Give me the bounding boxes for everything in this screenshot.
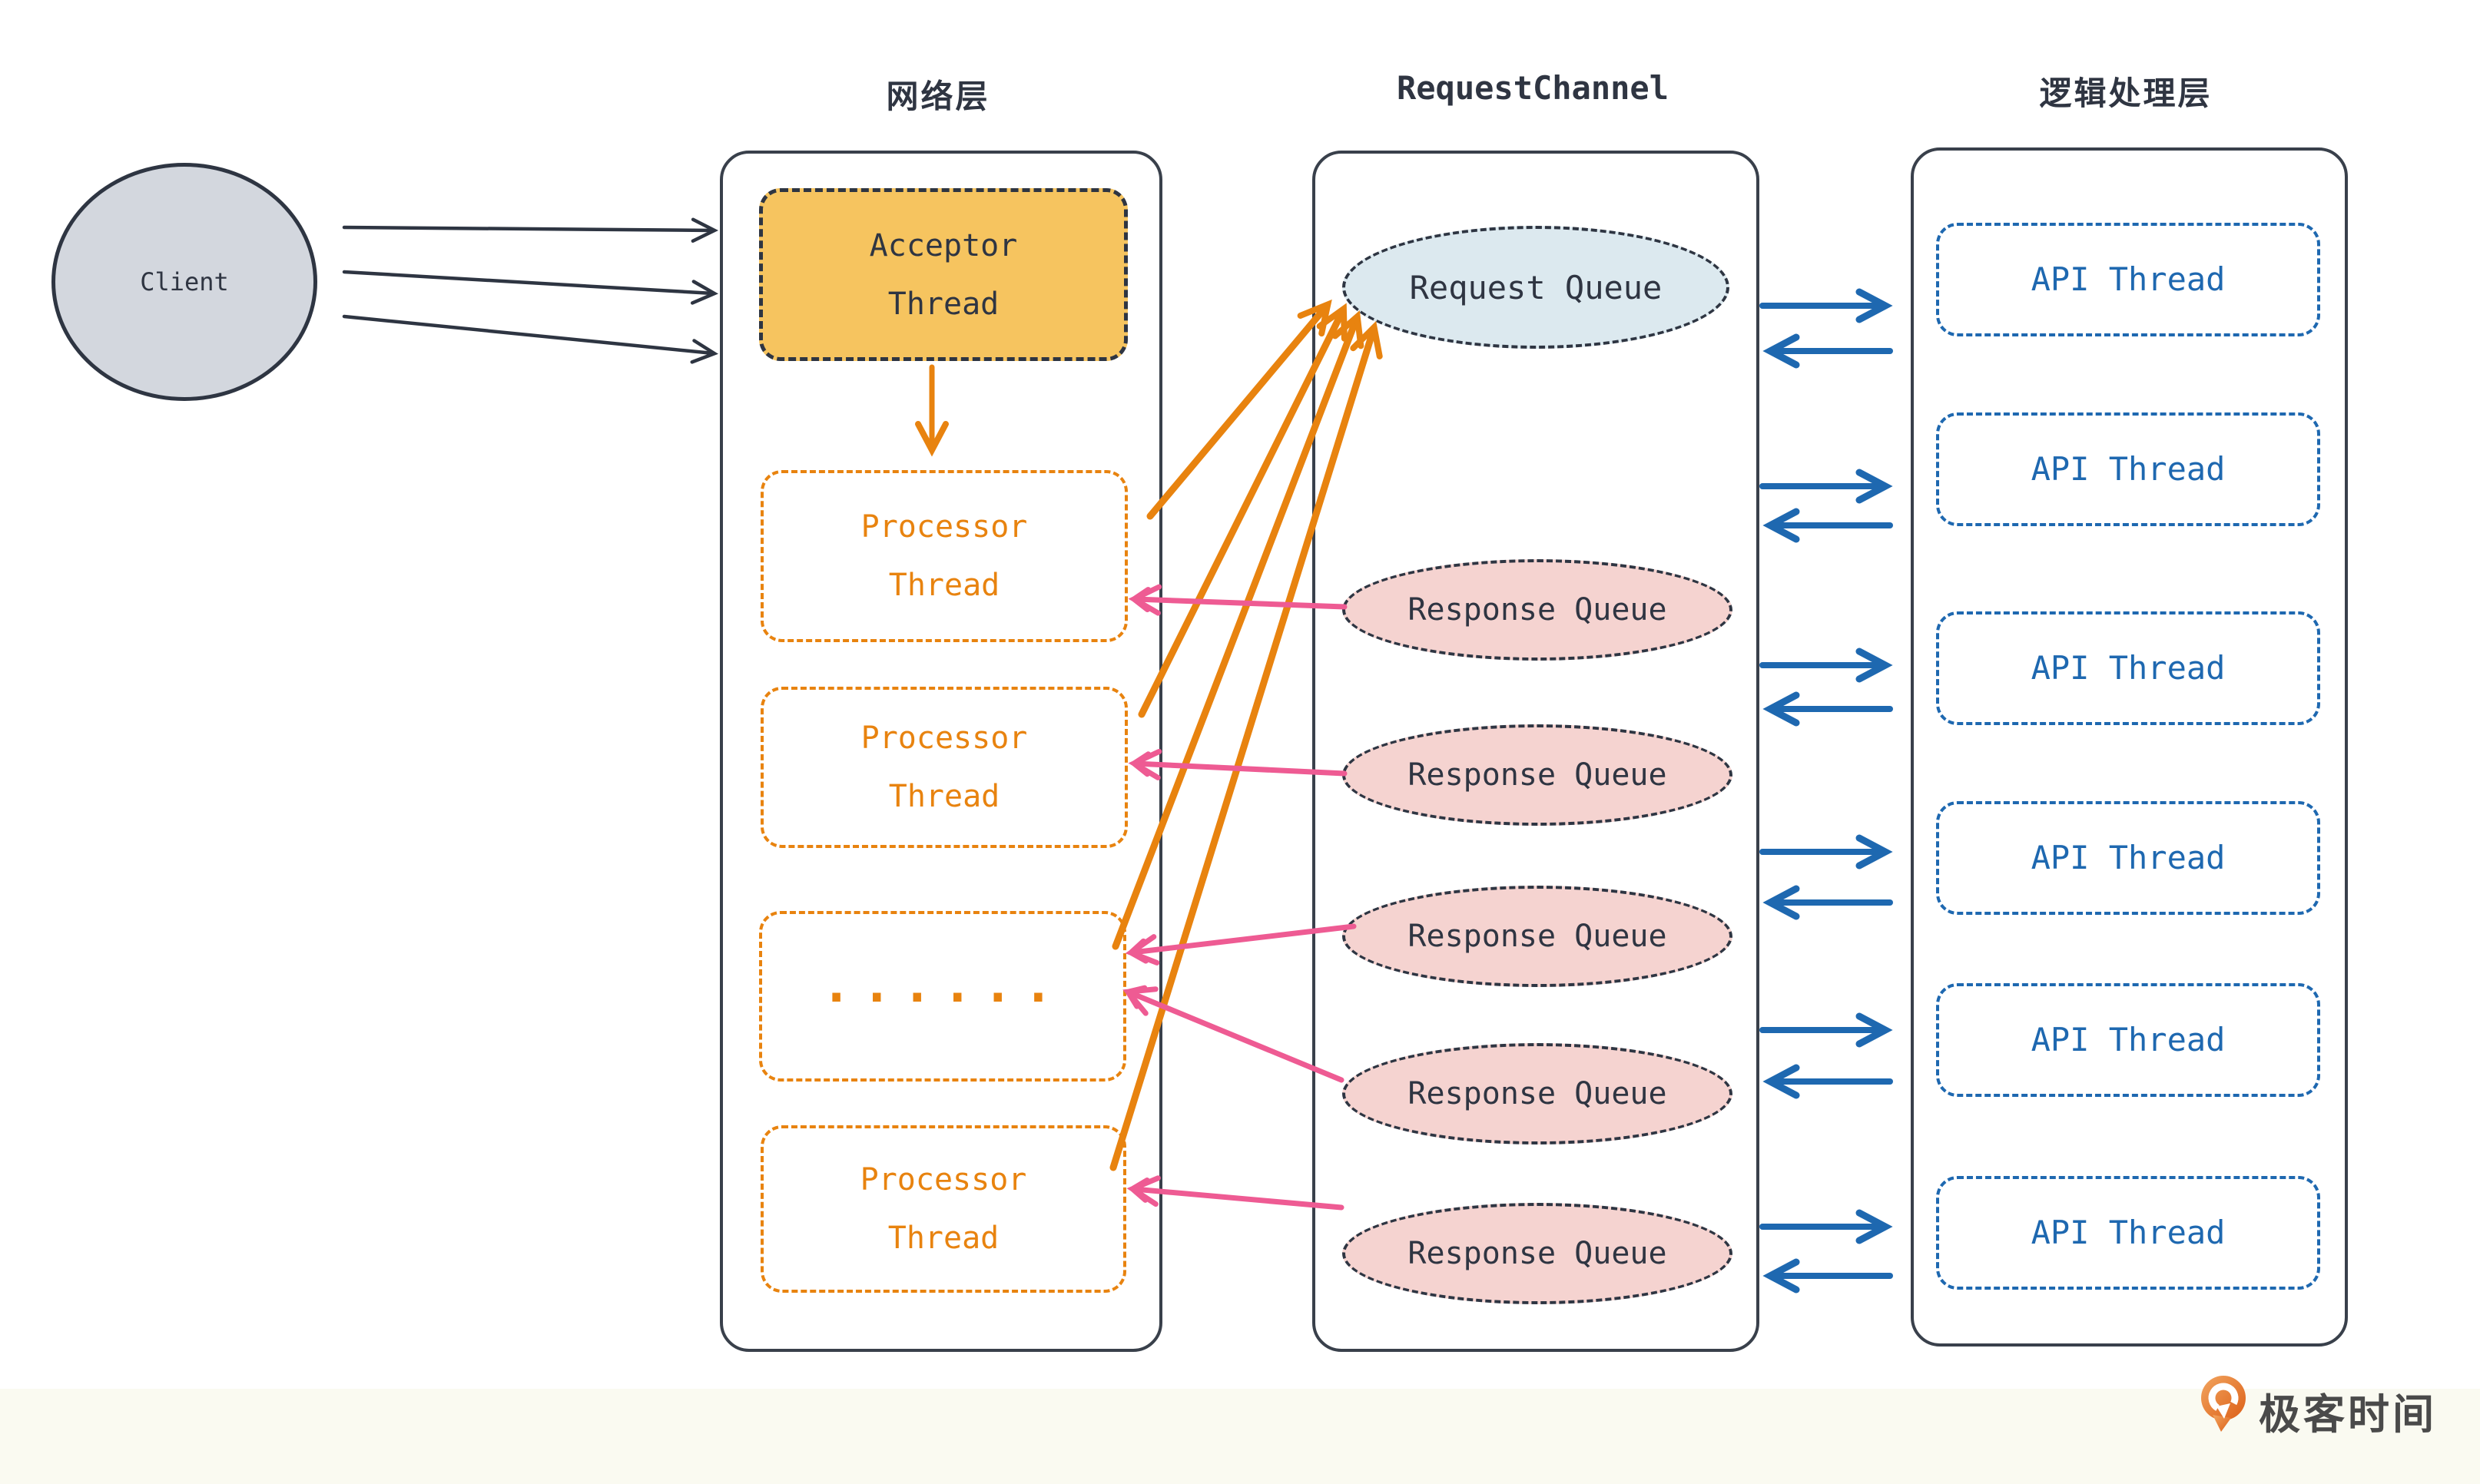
response-queue-label: Response Queue (1407, 1076, 1667, 1111)
response-queue-node-4: Response Queue (1342, 1043, 1732, 1144)
processor-thread-label-line2: Thread (887, 1221, 1000, 1256)
response-queue-label: Response Queue (1407, 757, 1667, 793)
processor-thread-label-line1: Processor (860, 509, 1028, 545)
api-thread-label: API Thread (2031, 1021, 2226, 1058)
acceptor-thread-node: Acceptor Thread (759, 188, 1128, 361)
client-arrow-2 (342, 270, 719, 305)
response-queue-node-5: Response Queue (1342, 1203, 1732, 1304)
response-queue-node-3: Response Queue (1342, 886, 1732, 987)
request-queue-node: Request Queue (1342, 226, 1729, 349)
api-thread-node-5: API Thread (1936, 983, 2320, 1097)
processor1-to-request-queue-arrow (1146, 299, 1332, 520)
geektime-logo-icon (2201, 1376, 2246, 1432)
processor-thread-label-line1: Processor (860, 720, 1028, 756)
response-queue-node-2: Response Queue (1342, 724, 1732, 826)
logic-layer-container (1911, 147, 2348, 1347)
api-thread-node-6: API Thread (1936, 1176, 2320, 1290)
client-arrow-3 (342, 314, 718, 364)
client-label: Client (140, 267, 229, 296)
api-thread-node-1: API Thread (1936, 223, 2320, 336)
network-layer-title: 网络层 (886, 78, 990, 115)
ellipsis-label: ...... (821, 957, 1064, 1014)
processor-thread-node-3: Processor Thread (761, 1125, 1126, 1293)
brand-text: 极客时间 (2259, 1390, 2437, 1439)
processor-ellipsis-node: ...... (759, 911, 1126, 1082)
footer-strip (0, 1389, 2480, 1484)
api-thread-label: API Thread (2031, 450, 2226, 488)
api-thread-label: API Thread (2031, 649, 2226, 687)
logic-layer-title: 逻辑处理层 (2039, 75, 2213, 112)
acceptor-thread-label-line2: Thread (887, 286, 1000, 322)
acceptor-thread-label-line1: Acceptor (869, 227, 1018, 263)
client-arrow-1 (342, 217, 719, 243)
api-thread-label: API Thread (2031, 1214, 2226, 1251)
processor-thread-label-line2: Thread (888, 779, 1000, 814)
response-queue-label: Response Queue (1407, 592, 1667, 628)
response-queue-label: Response Queue (1407, 919, 1667, 954)
api-thread-node-3: API Thread (1936, 611, 2320, 725)
processor-thread-node-1: Processor Thread (761, 470, 1128, 642)
client-node: Client (51, 163, 317, 401)
api-thread-label: API Thread (2031, 260, 2226, 298)
response-queue-node-1: Response Queue (1342, 559, 1732, 661)
api-thread-node-2: API Thread (1936, 412, 2320, 526)
channel-api-arrows (1759, 288, 1893, 1294)
processor-thread-label-line2: Thread (888, 568, 1000, 603)
processor-thread-node-2: Processor Thread (761, 687, 1128, 848)
processor-thread-label-line1: Processor (860, 1162, 1027, 1197)
api-thread-node-4: API Thread (1936, 801, 2320, 915)
response5-to-processor3-arrow (1126, 1175, 1344, 1211)
response-queue-label: Response Queue (1407, 1236, 1667, 1271)
request-channel-title: RequestChannel (1396, 69, 1669, 107)
client-to-network-arrows (342, 217, 719, 364)
request-queue-label: Request Queue (1409, 268, 1663, 306)
api-thread-label: API Thread (2031, 839, 2226, 876)
